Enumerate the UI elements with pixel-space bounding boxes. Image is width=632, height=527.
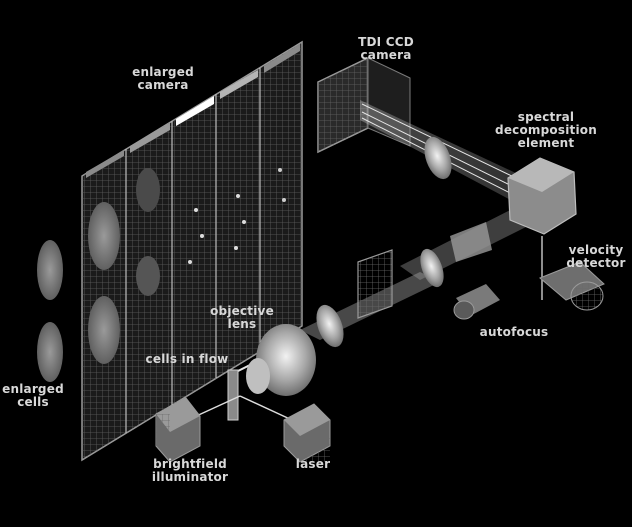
brightfield-illuminator [155,397,201,463]
label-autofocus: autofocus [479,325,549,339]
camera-lens [424,136,452,180]
label-enlarged-camera: enlarged camera [132,65,194,92]
relay-lens [420,248,444,288]
tube-lens [316,304,344,348]
spectral-decomposition-element [507,157,577,235]
label-velocity-detector: velocity detector [566,243,626,270]
label-laser: laser [295,457,331,471]
label-spectral-decomposition-element: spectral decomposition element [495,110,597,150]
label-enlarged-cells: enlarged cells [2,382,64,409]
laser-source [283,403,331,463]
objective-lens [246,324,316,396]
label-brightfield-illuminator: brightfield illuminator [151,457,229,484]
autofocus-unit [453,284,500,320]
enlarged-camera-panel [81,40,303,462]
flow-cell [227,369,239,421]
enlarged-cells [37,240,63,382]
aperture-plate [357,249,393,319]
beam-splitter [450,222,492,262]
velocity-detector [539,236,605,311]
label-cells-in-flow: cells in flow [145,352,229,366]
label-tdi-ccd-camera: TDI CCD camera [358,35,414,62]
label-objective-lens: objective lens [210,304,274,331]
